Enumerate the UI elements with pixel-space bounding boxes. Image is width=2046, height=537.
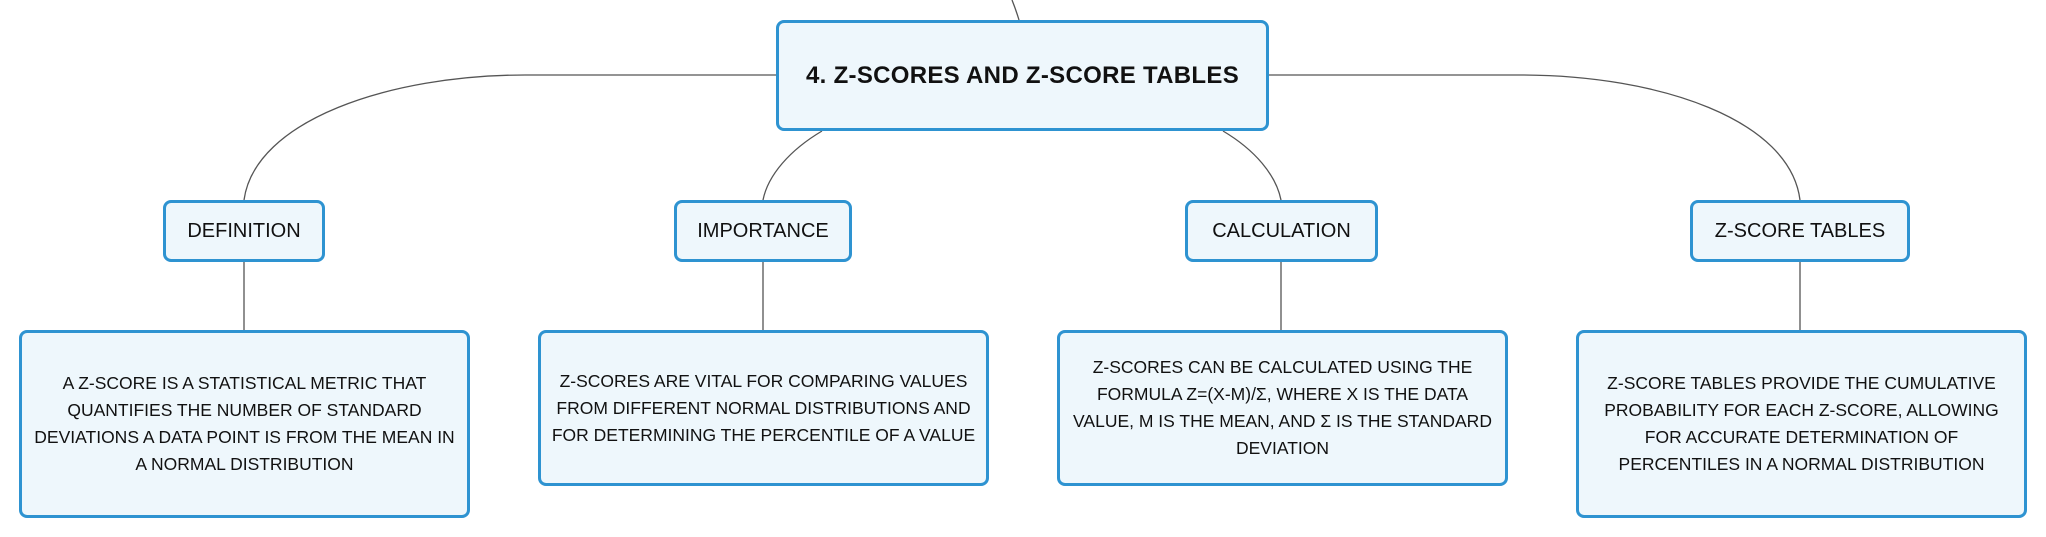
connector-root-to-importance bbox=[762, 130, 823, 201]
detail-node-calculation[interactable]: Z-SCORES CAN BE CALCULATED USING THE FOR… bbox=[1057, 330, 1508, 486]
detail-node-zscore-tables[interactable]: Z-SCORE TABLES PROVIDE THE CUMULATIVE PR… bbox=[1576, 330, 2027, 518]
detail-node-definition[interactable]: A Z-SCORE IS A STATISTICAL METRIC THAT Q… bbox=[19, 330, 470, 518]
detail-text-importance: Z-SCORES ARE VITAL FOR COMPARING VALUES … bbox=[551, 370, 976, 445]
branch-label-zscore-tables: Z-SCORE TABLES bbox=[1714, 219, 1886, 242]
branch-node-zscore-tables[interactable]: Z-SCORE TABLES bbox=[1690, 200, 1910, 262]
branch-label-definition: DEFINITION bbox=[187, 219, 301, 242]
connector-root-to-definition bbox=[243, 74, 776, 201]
root-title: 4. Z-SCORES AND Z-SCORE TABLES bbox=[805, 61, 1240, 89]
root-node[interactable]: 4. Z-SCORES AND Z-SCORE TABLES bbox=[776, 20, 1269, 131]
connector-parent-to-root bbox=[1011, 0, 1020, 21]
connector-root-to-zscore-tables bbox=[1269, 74, 1801, 201]
detail-node-importance[interactable]: Z-SCORES ARE VITAL FOR COMPARING VALUES … bbox=[538, 330, 989, 486]
branch-node-definition[interactable]: DEFINITION bbox=[163, 200, 325, 262]
detail-text-definition: A Z-SCORE IS A STATISTICAL METRIC THAT Q… bbox=[34, 373, 455, 474]
connector-root-to-calculation bbox=[1222, 130, 1282, 201]
branch-node-calculation[interactable]: CALCULATION bbox=[1185, 200, 1378, 262]
branch-label-importance: IMPORTANCE bbox=[697, 219, 829, 242]
detail-text-zscore-tables: Z-SCORE TABLES PROVIDE THE CUMULATIVE PR… bbox=[1604, 373, 1999, 474]
branch-node-importance[interactable]: IMPORTANCE bbox=[674, 200, 852, 262]
branch-label-calculation: CALCULATION bbox=[1212, 219, 1351, 242]
detail-text-calculation: Z-SCORES CAN BE CALCULATED USING THE FOR… bbox=[1073, 357, 1492, 458]
